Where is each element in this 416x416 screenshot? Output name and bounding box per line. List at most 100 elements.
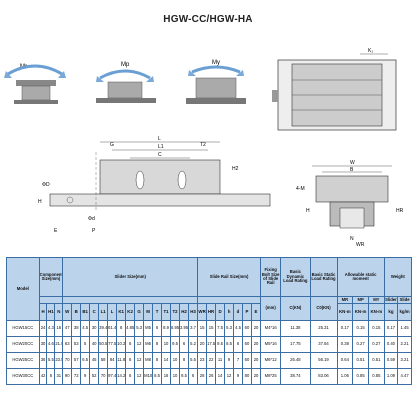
header-c: C(KN) xyxy=(280,296,311,321)
table-row: HGW20CC304.621.5635354050.577.510.25612M… xyxy=(6,336,412,353)
header-component-col: H xyxy=(38,303,48,321)
slider-cell: 10 xyxy=(170,368,181,385)
slider-cell: 8 xyxy=(179,352,190,369)
rail-cell: 20 xyxy=(250,368,262,385)
bolt-cell: M8*25 xyxy=(260,368,282,385)
slider-cell: 45 xyxy=(89,352,100,369)
slider-cell: 6 xyxy=(125,336,136,353)
header-weight-unit: kg xyxy=(383,303,399,321)
header-block-col: B1 xyxy=(80,303,91,321)
model-cell: HGW20CC xyxy=(6,336,40,353)
header-block-col: M xyxy=(143,303,154,321)
rail-cell: 9 xyxy=(224,352,235,369)
slider-cell: M5 xyxy=(143,320,154,337)
model-cell: HGW25CC xyxy=(6,352,40,369)
header-rail-col: D xyxy=(215,303,226,321)
header-block-col: L xyxy=(107,303,118,321)
rail-cell: 20 xyxy=(197,336,208,353)
weight-slider-cell: 0.40 xyxy=(383,336,399,353)
weight-slider-cell: 1.09 xyxy=(383,368,399,385)
header-block-col: C xyxy=(89,303,100,321)
component-cell: 5.5 xyxy=(46,352,56,369)
side-view-drawing: L L1 C G T2 ΦD H E P Φd H2 xyxy=(38,136,271,234)
header-mr: MR xyxy=(336,296,354,304)
bolt-cell: M6*12 xyxy=(260,352,282,369)
svg-text:P: P xyxy=(92,228,96,234)
header-slider-size: Slider Size(mm) xyxy=(62,257,199,297)
header-component: Component Size(mm) xyxy=(38,257,64,297)
dynamic-load-cell: 11.38 xyxy=(280,320,311,337)
weight-slider-cell: 0.59 xyxy=(383,352,399,369)
moment-my-cell: 0.51 xyxy=(367,352,385,369)
header-rail-col: E xyxy=(250,303,262,321)
header-block-col: L1 xyxy=(98,303,109,321)
slider-cell: 5 xyxy=(80,336,91,353)
model-cell: HGW30CC xyxy=(6,368,40,385)
slider-cell: 8.9 xyxy=(161,320,172,337)
weight-rail-cell: 3.21 xyxy=(397,352,412,369)
svg-text:B: B xyxy=(350,167,354,173)
svg-text:WR: WR xyxy=(356,242,365,248)
slider-cell: 77.5 xyxy=(107,336,118,353)
svg-text:L: L xyxy=(158,136,161,142)
rail-cell: 14 xyxy=(215,368,226,385)
header-moment-unit: KN-m xyxy=(367,303,385,321)
component-cell: 30 xyxy=(38,336,48,353)
slider-cell: 72 xyxy=(71,368,82,385)
front-view-drawing: W B 4-M H HR N WR xyxy=(296,160,404,248)
header-block-col: K1 xyxy=(116,303,127,321)
technical-drawings: Mr Mp My K₁ xyxy=(4,48,404,248)
header-component-col: H1 xyxy=(46,303,56,321)
header-component-col: N xyxy=(54,303,64,321)
rail-cell: 11 xyxy=(215,352,226,369)
moment-my-label: My xyxy=(212,60,220,66)
header-allowable-moment: Allowable static moment xyxy=(336,257,385,297)
header-block-col: K2 xyxy=(125,303,136,321)
header-weight-slider: Slider xyxy=(383,296,399,304)
header-rail-col: h xyxy=(224,303,235,321)
rail-cell: 12 xyxy=(224,368,235,385)
slider-cell: 14 xyxy=(161,352,172,369)
slider-cell: 8 xyxy=(152,352,163,369)
slider-cell: M6 xyxy=(143,336,154,353)
slider-cell: 12 xyxy=(134,336,145,353)
slider-cell: 6 xyxy=(152,320,163,337)
slider-cell: 97.4 xyxy=(107,368,118,385)
header-rail-col: P xyxy=(242,303,252,321)
slider-cell: 6 xyxy=(125,368,136,385)
header-moment-unit: KN-m xyxy=(336,303,354,321)
rail-cell: 20 xyxy=(250,352,262,369)
slider-cell: 11.8 xyxy=(116,352,127,369)
header-weight-rail: Slide xyxy=(397,296,412,304)
static-load-cell: 37.84 xyxy=(309,336,338,353)
slider-cell: 90 xyxy=(62,368,73,385)
page-title: HGW-CC/HGW-HA xyxy=(163,14,253,25)
static-load-cell: 83.06 xyxy=(309,368,338,385)
table-row: HGW30CC4263190729527097.414.25612M108.51… xyxy=(6,368,412,385)
rail-cell: 26 xyxy=(206,368,217,385)
moment-mr-cell: 0.64 xyxy=(336,352,354,369)
header-block-col: B xyxy=(71,303,82,321)
header-c0: C0(KN) xyxy=(309,296,338,321)
slider-cell: 16 xyxy=(161,368,172,385)
header-model: Model xyxy=(6,257,40,321)
slider-cell: 10.25 xyxy=(116,336,127,353)
header-dynamic-load: Basic Dynamic Load Rating xyxy=(280,257,311,297)
component-cell: 23.5 xyxy=(54,352,64,369)
slider-cell: 6 xyxy=(188,368,199,385)
rail-cell: 60 xyxy=(242,336,252,353)
slider-cell: 14.25 xyxy=(116,368,127,385)
header-bolt-unit: (mm) xyxy=(260,296,282,321)
rail-cell: 22 xyxy=(206,352,217,369)
moment-mr-cell: 0.38 xyxy=(336,336,354,353)
svg-text:H: H xyxy=(306,208,310,214)
rail-cell: 80 xyxy=(242,368,252,385)
rail-cell: 28 xyxy=(197,368,208,385)
svg-text:E: E xyxy=(54,228,58,234)
component-cell: 4.3 xyxy=(46,320,56,337)
slider-cell: 6.5 xyxy=(80,352,91,369)
header-rail-size: Slide Rail Size(mm) xyxy=(197,257,262,297)
slider-cell: 3.95 xyxy=(179,320,190,337)
moment-mp-cell: 0.27 xyxy=(352,336,369,353)
